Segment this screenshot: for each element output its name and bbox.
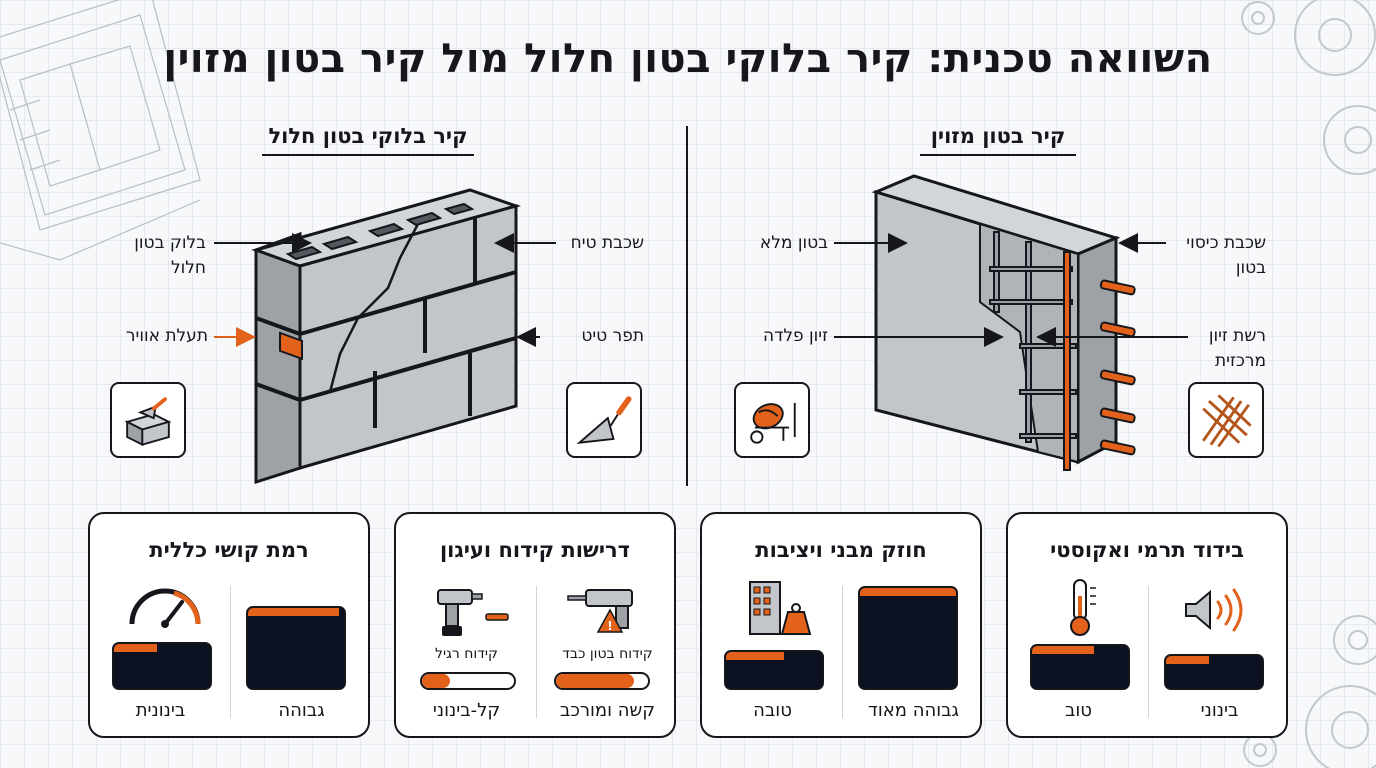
insulation-gauge-block [1030, 644, 1130, 690]
label-hollow-block: בלוק בטון חלול [134, 233, 206, 278]
card-divider [230, 586, 231, 718]
thermometer-icon [1060, 576, 1104, 638]
col-sub-block: קידוח רגיל [435, 646, 498, 662]
label-concrete-cover: שכבת כיסוי בטון [1186, 233, 1266, 278]
col-label-concrete: קשה ומורכב [559, 700, 656, 721]
gauge-fill [1032, 646, 1095, 654]
block-wall-heading: קיר בלוקי בטון חלול [262, 124, 474, 156]
gauge-fill [248, 608, 340, 616]
label-mortar-joint: תפר טיט [581, 326, 644, 346]
bar-fill [422, 674, 450, 688]
section-divider [686, 126, 688, 486]
svg-text:!: ! [607, 619, 612, 633]
insulation-gauge-concrete [1164, 654, 1264, 690]
brick-trowel-icon [110, 382, 186, 458]
label-plaster-layer: שכבת טיח [570, 233, 644, 253]
blueprint-sketch-decoration [0, 0, 201, 261]
concrete-mixer-icon [734, 382, 810, 458]
page-title: השוואה טכנית: קיר בלוקי בטון חלול מול קי… [163, 36, 1213, 82]
card-title: חוזק מבני ויציבות [755, 538, 927, 562]
card-structural-strength: חוזק מבני ויציבות טובה גבוהה מאוד [700, 512, 982, 738]
drilling-bar-block [420, 672, 516, 690]
card-title: דרישות קידוח ועיגון [439, 538, 631, 562]
card-overall-difficulty: רמת קושי כללית בינונית גבוהה [88, 512, 370, 738]
gears-decoration-bottom [1243, 615, 1376, 768]
strength-gauge-concrete [858, 586, 958, 690]
card-drilling-requirements: דרישות קידוח ועיגון ! קידוח רגיל קידוח ב… [394, 512, 676, 738]
difficulty-gauge-concrete [246, 606, 346, 690]
gears-decoration-top [1241, 0, 1376, 175]
col-label-block: קל-בינוני [432, 700, 501, 721]
col-label-block: טובה [753, 700, 792, 721]
hammer-drill-warning-icon: ! [564, 584, 650, 640]
concrete-wall-heading: קיר בטון מזוין [920, 124, 1076, 156]
cordless-drill-anchor-icon [432, 584, 510, 640]
card-title: בידוד תרמי ואקוסטי [1050, 538, 1244, 562]
col-label-concrete: בינוני [1200, 700, 1239, 721]
label-steel-rebar: זיון פלדה [762, 326, 828, 346]
col-label-block: בינונית [135, 700, 186, 721]
gauge-fill [114, 644, 158, 652]
col-sub-concrete: קידוח בטון כבד [562, 646, 653, 662]
card-divider [1148, 586, 1149, 718]
label-central-mesh: רשת זיון מרכזית [1208, 326, 1266, 371]
speaker-sound-icon [1180, 586, 1250, 634]
building-weight-icon [744, 578, 814, 638]
bar-fill [556, 674, 635, 688]
card-title: רמת קושי כללית [149, 538, 309, 562]
difficulty-gauge-block [112, 642, 212, 690]
hollow-block-wall-illustration [251, 188, 522, 484]
trowel-icon [566, 382, 642, 458]
reinforced-concrete-wall-illustration [871, 174, 1136, 471]
col-label-block: טוב [1065, 700, 1092, 721]
card-insulation: בידוד תרמי ואקוסטי טוב בינוני [1006, 512, 1288, 738]
col-label-concrete: גבוהה מאוד [868, 700, 959, 721]
label-air-cavity: תעלת אוויר [125, 326, 208, 346]
card-divider [842, 586, 843, 718]
drilling-bar-concrete [554, 672, 650, 690]
strength-gauge-block [724, 650, 824, 690]
col-label-concrete: גבוהה [278, 700, 325, 721]
gauge-fill [860, 588, 956, 596]
label-solid-concrete: בטון מלא [759, 233, 828, 253]
gauge-fill [1166, 656, 1210, 664]
speedometer-gauge-icon [126, 584, 204, 628]
card-divider [536, 586, 537, 718]
gauge-fill [726, 652, 784, 660]
rebar-mesh-icon [1188, 382, 1264, 458]
